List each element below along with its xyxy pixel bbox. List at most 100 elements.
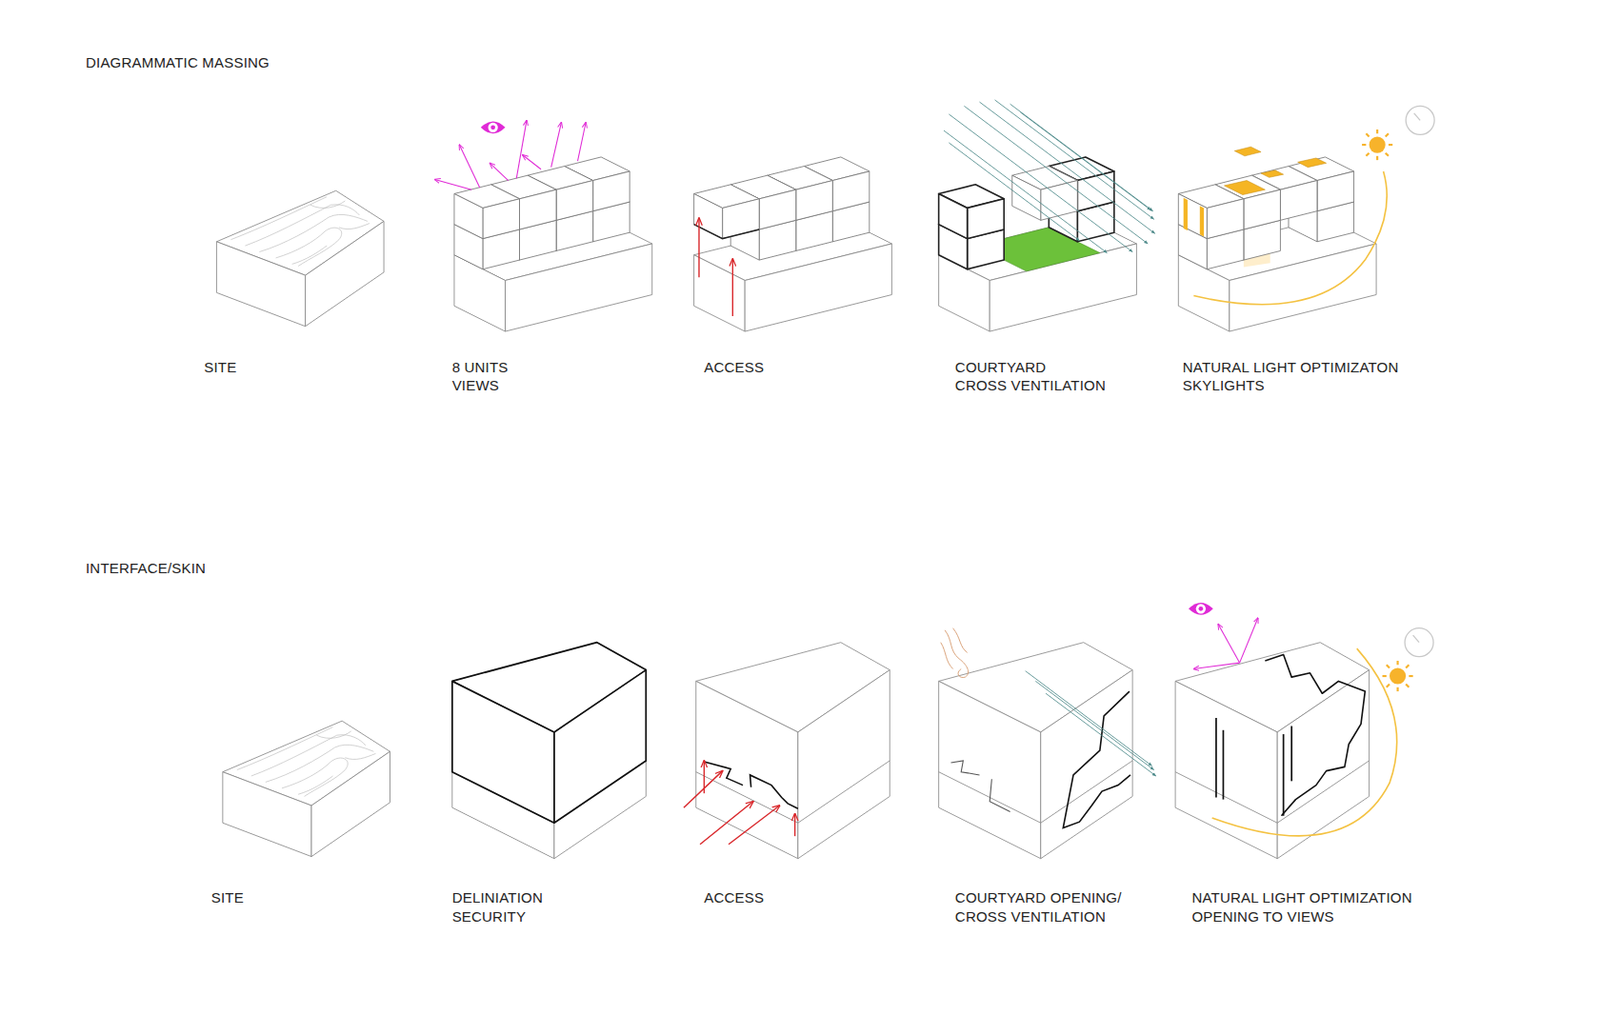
access-edge: [694, 224, 760, 240]
step-caption: ACCESS: [703, 889, 764, 906]
view-arrow: [551, 122, 562, 168]
wind-symbol: [940, 628, 969, 679]
ground-opening: [950, 760, 1010, 813]
access-arrow: [700, 801, 754, 845]
skin-volume: [452, 642, 646, 860]
clock-icon: [1404, 628, 1434, 658]
courtyard-massing: [939, 157, 1138, 332]
skin-cut-edge: [1264, 655, 1365, 817]
air-arrow: [995, 100, 1155, 220]
sun-rays: [1361, 129, 1393, 160]
view-arrow: [578, 122, 587, 162]
air-arrow: [948, 142, 1080, 241]
light-slot: [1183, 198, 1188, 231]
air-arrow: [943, 130, 1107, 254]
eye-pupil: [1199, 606, 1204, 612]
eye-icon: [480, 120, 506, 134]
unit-cube: [939, 184, 1005, 240]
view-arrow: [489, 162, 508, 180]
sun-icon: [1382, 660, 1414, 692]
eye-shape: [480, 120, 506, 134]
step-caption: NATURAL LIGHT OPTIMIZATON: [1182, 359, 1400, 376]
step-caption: SECURITY: [452, 908, 526, 925]
air-arrow: [1035, 680, 1154, 770]
access-arrow: [728, 805, 780, 845]
access-opening: [703, 761, 799, 809]
eye-white: [1196, 603, 1206, 614]
view-arrow: [435, 179, 473, 190]
step-caption: SITE: [203, 359, 237, 376]
step-caption: SKYLIGHTS: [1182, 377, 1265, 394]
unit-cube: [1178, 184, 1244, 240]
step-caption: NATURAL LIGHT OPTIMIZATION: [1191, 889, 1412, 906]
step-caption: ACCESS: [703, 359, 764, 376]
air-arrow: [1025, 671, 1153, 767]
access-arrows: [699, 218, 733, 317]
unit-cube: [454, 184, 520, 240]
access-arrow: [732, 259, 734, 317]
clock-hand: [1413, 635, 1420, 642]
view-arrow: [522, 155, 541, 170]
step-caption: OPENING TO VIEWS: [1191, 908, 1334, 925]
access-arrow: [683, 771, 723, 809]
view-arrow: [1218, 623, 1240, 663]
site-slab: [222, 720, 391, 857]
step-caption: DELINIATION: [452, 889, 543, 906]
clock-face: [1404, 628, 1434, 658]
eye-icon: [1188, 602, 1214, 616]
sun-rays: [1382, 660, 1414, 692]
air-arrow: [948, 114, 1133, 253]
view-arrow: [516, 120, 527, 179]
air-arrow: [1020, 112, 1151, 211]
step-caption: COURTYARD: [955, 359, 1046, 376]
clock-face: [1405, 105, 1435, 135]
site-slab: [216, 190, 384, 326]
step-caption: 8 UNITS: [452, 359, 509, 376]
light-slits: [1216, 718, 1292, 817]
section-heading: INTERFACE/SKIN: [85, 560, 206, 577]
step-caption: SITE: [211, 889, 244, 906]
sun-disc: [1369, 137, 1386, 154]
step-caption: CROSS VENTILATION: [955, 908, 1106, 925]
skylight: [1260, 170, 1284, 178]
eye-pupil: [490, 125, 496, 131]
access-arrow: [698, 218, 700, 278]
skin-volume: [1175, 642, 1369, 860]
courtyard-opening: [1062, 691, 1131, 829]
skylight: [1234, 146, 1261, 157]
access-arrow: [794, 814, 796, 838]
delineation-outline: [452, 642, 646, 824]
eye-shape: [1188, 602, 1214, 616]
skin-volume: [696, 642, 890, 860]
ventilation-arrows: [943, 100, 1156, 254]
clock-icon: [1405, 105, 1435, 135]
air-arrow: [1010, 103, 1154, 211]
view-arrow: [459, 144, 480, 188]
step-caption: CROSS VENTILATION: [955, 377, 1106, 394]
clock-hand: [1414, 113, 1420, 120]
access-arrows: [683, 760, 796, 845]
light-slot: [1200, 205, 1204, 237]
unit-cube: [694, 184, 760, 240]
step-caption: COURTYARD OPENING/: [955, 889, 1122, 906]
step-caption: VIEWS: [452, 377, 500, 394]
section-heading: DIAGRAMMATIC MASSING: [85, 54, 270, 71]
skylight: [1224, 180, 1266, 196]
unit-cube: [1012, 166, 1079, 221]
units-massing: [454, 157, 653, 332]
view-arrow: [1193, 662, 1240, 669]
access-massing: [694, 157, 893, 332]
view-arrows: [435, 120, 586, 190]
sun-path: [1212, 648, 1398, 837]
sun-path: [1193, 171, 1387, 305]
view-arrows: [1193, 618, 1258, 670]
air-arrow: [1045, 693, 1157, 777]
ventilation-arrows: [1025, 671, 1157, 777]
skylight: [1298, 158, 1327, 168]
sun-icon: [1361, 129, 1393, 160]
eye-white: [488, 122, 499, 133]
sun-disc: [1389, 667, 1406, 684]
